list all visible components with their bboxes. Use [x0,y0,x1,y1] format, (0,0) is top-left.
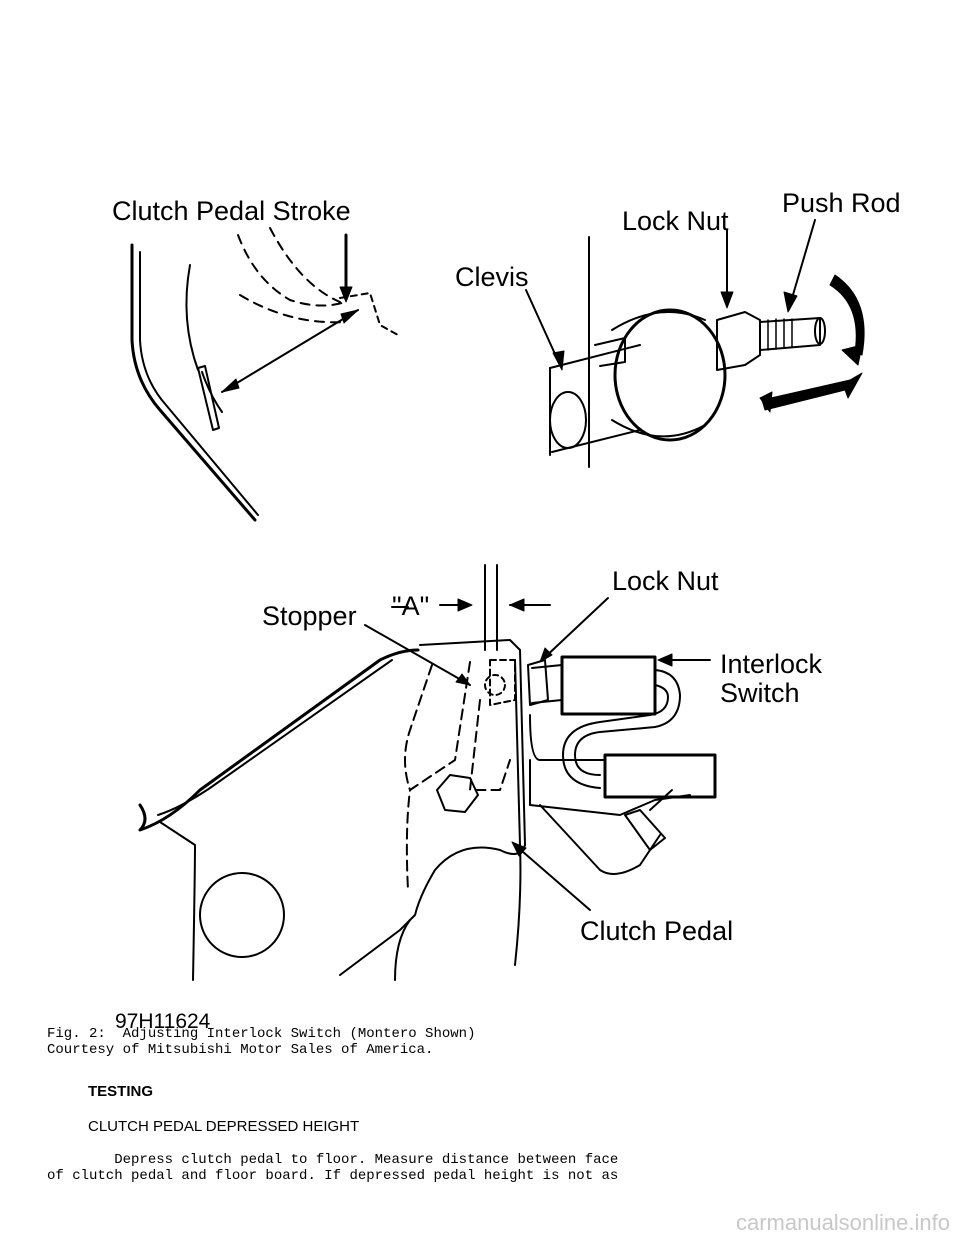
subsection-heading: CLUTCH PEDAL DEPRESSED HEIGHT [88,1118,360,1135]
clutch-pedal-label: Clutch Pedal [580,916,733,946]
body-text-line1: Depress clutch pedal to floor. Measure d… [47,1152,619,1168]
section-heading: TESTING [88,1083,154,1100]
watermark: carmanualsonline.info [735,1210,950,1235]
lock-nut-top-label: Lock Nut [622,206,729,236]
clutch-pedal-stroke-label: Clutch Pedal Stroke [112,196,351,226]
interlock-switch-diagram [138,564,717,981]
lock-nut-bottom-label: Lock Nut [612,566,719,596]
interlock-switch-figure: Clutch Pedal Stroke Clevis Lock Nut Push… [112,188,901,1033]
dimension-a-label: "A" [392,591,429,621]
pedal-stroke-diagram [130,227,399,522]
push-rod-diagram [525,219,865,468]
interlock-switch-label-line2: Switch [720,678,800,708]
stopper-label: Stopper [262,601,357,631]
interlock-switch-label-line1: Interlock [720,649,823,679]
body-text-line2: of clutch pedal and floor board. If depr… [47,1168,619,1184]
figure-caption-line2: Courtesy of Mitsubishi Motor Sales of Am… [47,1042,434,1058]
clevis-label: Clevis [455,262,529,292]
push-rod-label: Push Rod [782,188,901,218]
figure-caption-line1: Fig. 2: Adjusting Interlock Switch (Mont… [47,1026,476,1042]
figure-code: 97H11624 [115,1010,211,1033]
